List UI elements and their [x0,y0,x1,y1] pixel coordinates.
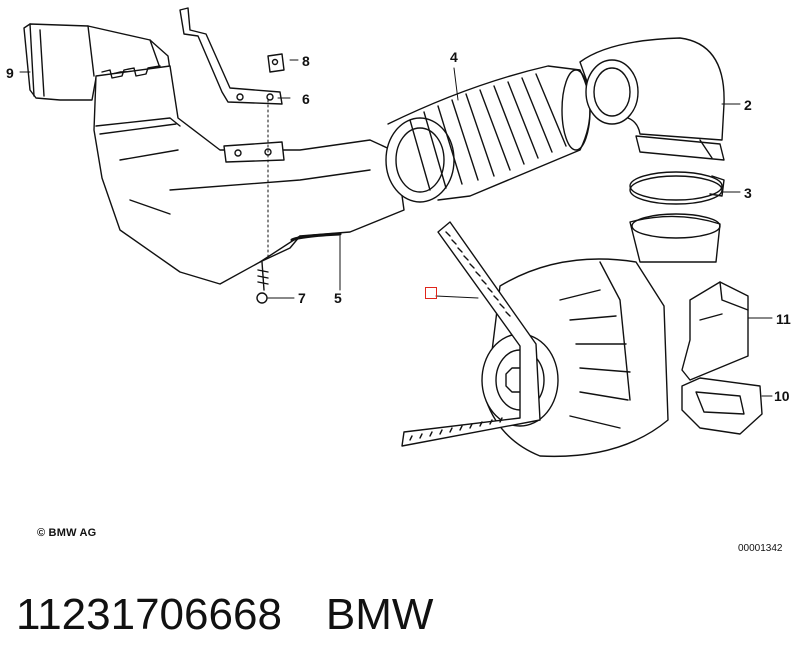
part-footer: 11231706668 BMW [16,590,477,640]
elbow-hose-part [579,37,725,161]
intake-snorkel-part [23,23,171,101]
air-duct-part [93,65,405,285]
retainer-part [681,377,763,435]
part-number: 11231706668 [16,590,282,639]
drawing-number: 00001342 [738,543,783,554]
screw-part [256,99,269,304]
callout-5[interactable]: 5 [334,290,342,306]
callout-7[interactable]: 7 [298,290,306,306]
parts-diagram [19,7,773,458]
copyright-label: © BMW AG [37,527,97,539]
cover-part [681,281,749,381]
drive-belt-part [401,221,541,447]
callout-6[interactable]: 6 [302,91,310,107]
brand-name: BMW [325,590,434,639]
callout-3[interactable]: 3 [744,185,752,201]
callout-9[interactable]: 9 [6,65,14,81]
callout-11[interactable]: 11 [776,311,791,327]
callout-10[interactable]: 10 [774,388,790,404]
callout-4[interactable]: 4 [450,49,458,65]
callout-2[interactable]: 2 [744,97,752,113]
hose-clamp-part [629,171,725,205]
leader-lines [19,59,773,397]
bellows-part [385,65,591,203]
highlight-marker[interactable] [425,287,437,299]
callout-8[interactable]: 8 [302,53,310,69]
